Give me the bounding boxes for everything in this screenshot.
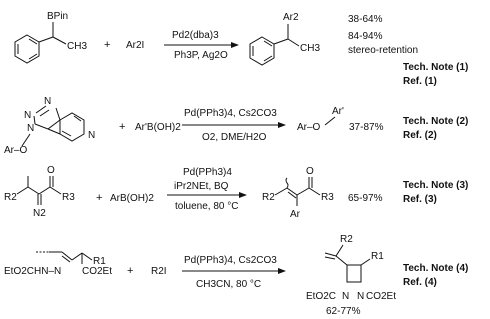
ref-4: Ref. (4) (403, 277, 437, 288)
reagent-1-label: Ar2I (126, 40, 144, 51)
bond-c-co (38, 186, 51, 195)
reagent-4-label: R2I (151, 266, 167, 277)
ref-3: Ref. (3) (403, 194, 437, 205)
row-4: R1 EtO2CHN–N CO2Et + R2I Pd(PPh3)4, Cs2C… (4, 234, 468, 317)
ref-1: Ref. (1) (403, 76, 437, 87)
tech-note-4: Tech. Note (4) (403, 263, 468, 274)
yield-4: 62-77% (326, 306, 361, 317)
ref-2: Ref. (2) (403, 130, 437, 141)
conditions-4-below: CH3CN, 80 °C (196, 279, 261, 290)
product-2-ar-prime: Ar' (332, 106, 344, 117)
product-3-wavy-bond (285, 177, 289, 189)
extra-2: stereo-retention (348, 45, 418, 56)
yield-2: 37-87% (349, 122, 384, 133)
arrowhead-1 (231, 42, 239, 48)
conditions-2-above: Pd(PPh3)4, Cs2CO3 (184, 108, 277, 119)
triazolopyridine-core (33, 105, 85, 142)
conditions-2-below: O2, DME/H2O (202, 132, 267, 143)
reactant-3-r2: R2 (4, 192, 17, 203)
reactant-4-hydrazine: EtO2CHN–N (4, 266, 61, 277)
plus-sign-3: + (96, 192, 102, 204)
extra-1: 84-94% (348, 31, 383, 42)
product-1-phenyl-ring (249, 36, 275, 66)
product-3-bond-alkene-2 (287, 191, 297, 199)
product-4-diazetidine-ring (346, 264, 362, 283)
bond-n-to-o (21, 133, 31, 147)
ring-n-3: N (27, 123, 34, 134)
arrowhead-4 (278, 268, 286, 274)
substituent-aro: Ar–O (4, 145, 28, 156)
ring-n-2: N (44, 96, 51, 107)
reactant-1-bpin-label: BPin (47, 11, 68, 22)
allene-to-ch (71, 252, 83, 261)
row-1: BPin CH3 + Ar2I Pd2(dba)3 Ph3P, Ag2O Ar2… (14, 11, 468, 87)
row-2: N N N N Ar–O + Ar'B(OH)2 Pd(PPh3)4, Cs2C… (4, 96, 468, 156)
reactant-3-oxygen: O (47, 165, 55, 176)
product-1-bond-ring (273, 38, 289, 45)
conditions-3-line-2: iPr2NEt, BQ (174, 181, 229, 192)
product-4-r1: R1 (371, 251, 384, 262)
tech-note-3: Tech. Note (3) (403, 180, 468, 191)
product-3-bond-r3 (308, 187, 321, 196)
reactant-3-diazo: N2 (33, 208, 46, 219)
product-4-r2: R2 (340, 234, 353, 245)
reactant-4-r1: R1 (93, 256, 106, 267)
yield-1: 38-64% (348, 14, 383, 25)
conditions-1-below: Ph3P, Ag2O (174, 50, 228, 61)
conditions-3-below: toluene, 80 °C (175, 201, 239, 212)
allene-bond-2 (61, 251, 73, 261)
product-3-bond-alkene-1 (286, 187, 298, 196)
conditions-3-line-1: Pd(PPh3)4 (183, 167, 232, 178)
reactant-1-methyl-label: CH3 (67, 41, 87, 52)
plus-sign-4: + (127, 265, 133, 277)
row-3: R2 O R3 N2 + ArB(OH)2 Pd(PPh3)4 iPr2NEt,… (4, 165, 468, 220)
product-4-n1: N (342, 291, 349, 302)
ch-to-r1 (81, 252, 93, 261)
reagent-3-label: ArB(OH)2 (110, 193, 154, 204)
bond-ring-to-chiral-carbon (38, 36, 54, 43)
reactant-4-ester: CO2Et (82, 266, 112, 277)
tech-note-1: Tech. Note (1) (403, 62, 468, 73)
bond-r2 (16, 186, 29, 195)
product-4-bond-r2 (335, 244, 344, 257)
tech-note-2: Tech. Note (2) (403, 116, 468, 127)
product-3-r2: R2 (262, 192, 275, 203)
product-3-ar: Ar (290, 209, 301, 220)
bond-to-methyl (52, 36, 67, 45)
product-4-bond-r1 (360, 258, 371, 266)
ring-n-1: N (24, 110, 31, 121)
product-2-bond (324, 116, 336, 126)
plus-sign-2: + (119, 121, 125, 133)
product-4-vinyl-1 (324, 252, 337, 257)
pyridine-n: N (88, 130, 95, 141)
allene-bond-3 (61, 255, 71, 263)
product-1-bond-methyl (287, 38, 300, 47)
bond-c-c (27, 186, 40, 195)
product-3-oxygen: O (306, 166, 314, 177)
product-4-bond-ring (335, 255, 348, 266)
reactant-3-r3: R3 (62, 192, 75, 203)
bond-to-r3 (49, 186, 62, 195)
yield-3: 65-97% (348, 193, 383, 204)
arrowhead-2 (278, 122, 286, 128)
product-3-bond-r2 (274, 187, 288, 196)
product-3-r3: R3 (321, 192, 334, 203)
conditions-1-above: Pd2(dba)3 (172, 30, 219, 41)
product-4-left: EtO2C (306, 291, 336, 302)
product-4-right: CO2Et (366, 291, 396, 302)
reactant-1-phenyl-ring (14, 34, 40, 64)
plus-sign: + (104, 39, 110, 51)
product-4-n2: N (357, 291, 364, 302)
reagent-2-label: Ar'B(OH)2 (135, 122, 181, 133)
product-4-vinyl-2 (324, 256, 336, 260)
arrowhead-3 (239, 192, 247, 198)
product-1-aryl-label: Ar2 (283, 12, 299, 23)
conditions-4-above: Pd(PPh3)4, Cs2CO3 (184, 255, 277, 266)
product-1-methyl-label: CH3 (300, 43, 320, 54)
product-3-bond-co (296, 187, 310, 196)
product-2-aro: Ar–O (297, 122, 321, 133)
